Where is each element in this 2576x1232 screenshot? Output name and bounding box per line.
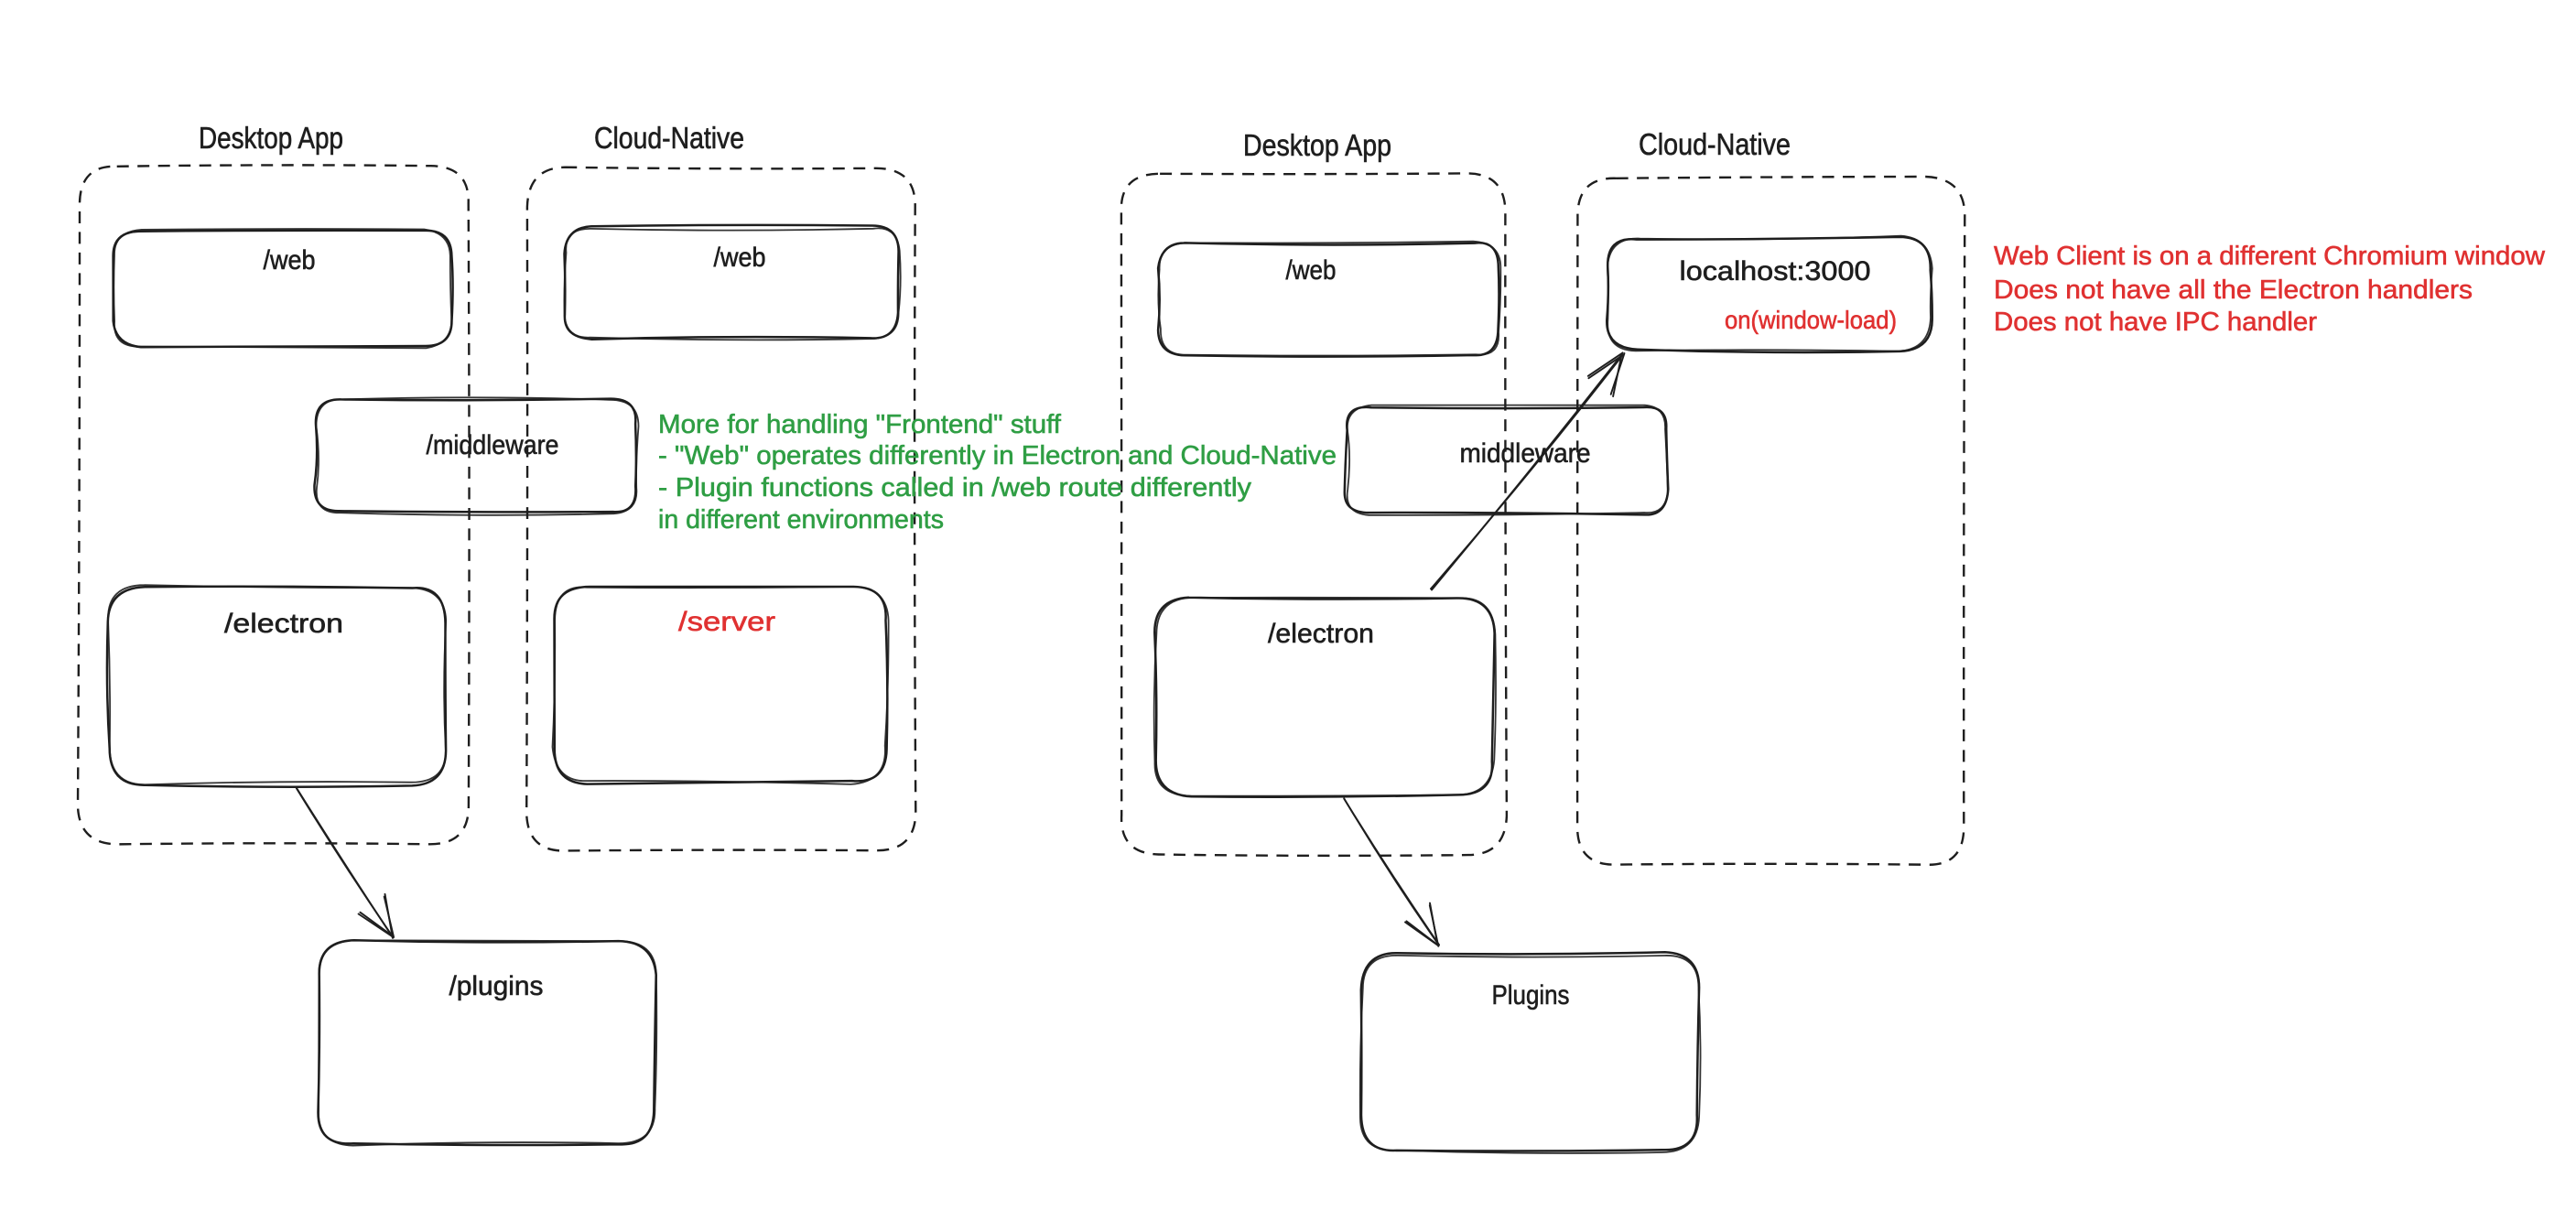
svg-text:- Plugin functions called in /: - Plugin functions called in /web route … — [658, 473, 1252, 503]
svg-text:in different environments: in different environments — [658, 505, 944, 535]
svg-text:/web: /web — [264, 245, 316, 276]
svg-text:middleware: middleware — [1460, 438, 1591, 469]
svg-text:/plugins: /plugins — [449, 971, 544, 1001]
svg-text:Web Client is on a different C: Web Client is on a different Chromium wi… — [1994, 242, 2546, 271]
svg-text:Desktop App: Desktop App — [199, 121, 343, 155]
svg-text:Does not have all the Electron: Does not have all the Electron handlers — [1994, 276, 2473, 305]
svg-text:Desktop App: Desktop App — [1243, 128, 1391, 162]
svg-text:localhost:3000: localhost:3000 — [1680, 256, 1871, 286]
svg-text:/web: /web — [1286, 255, 1337, 286]
svg-text:More for handling "Frontend" s: More for handling "Frontend" stuff — [658, 410, 1062, 439]
svg-text:/middleware: /middleware — [427, 430, 559, 460]
svg-text:/web: /web — [714, 243, 766, 273]
svg-text:/electron: /electron — [224, 609, 343, 639]
svg-text:- "Web" operates differently i: - "Web" operates differently in Electron… — [658, 441, 1337, 470]
svg-text:Does not have IPC handler: Does not have IPC handler — [1994, 308, 2317, 337]
svg-text:Plugins: Plugins — [1492, 980, 1570, 1010]
svg-text:on(window-load): on(window-load) — [1725, 306, 1897, 334]
svg-text:/server: /server — [678, 607, 775, 637]
svg-text:/electron: /electron — [1268, 619, 1374, 649]
svg-text:Cloud-Native: Cloud-Native — [1639, 127, 1791, 161]
svg-text:Cloud-Native: Cloud-Native — [594, 121, 744, 155]
